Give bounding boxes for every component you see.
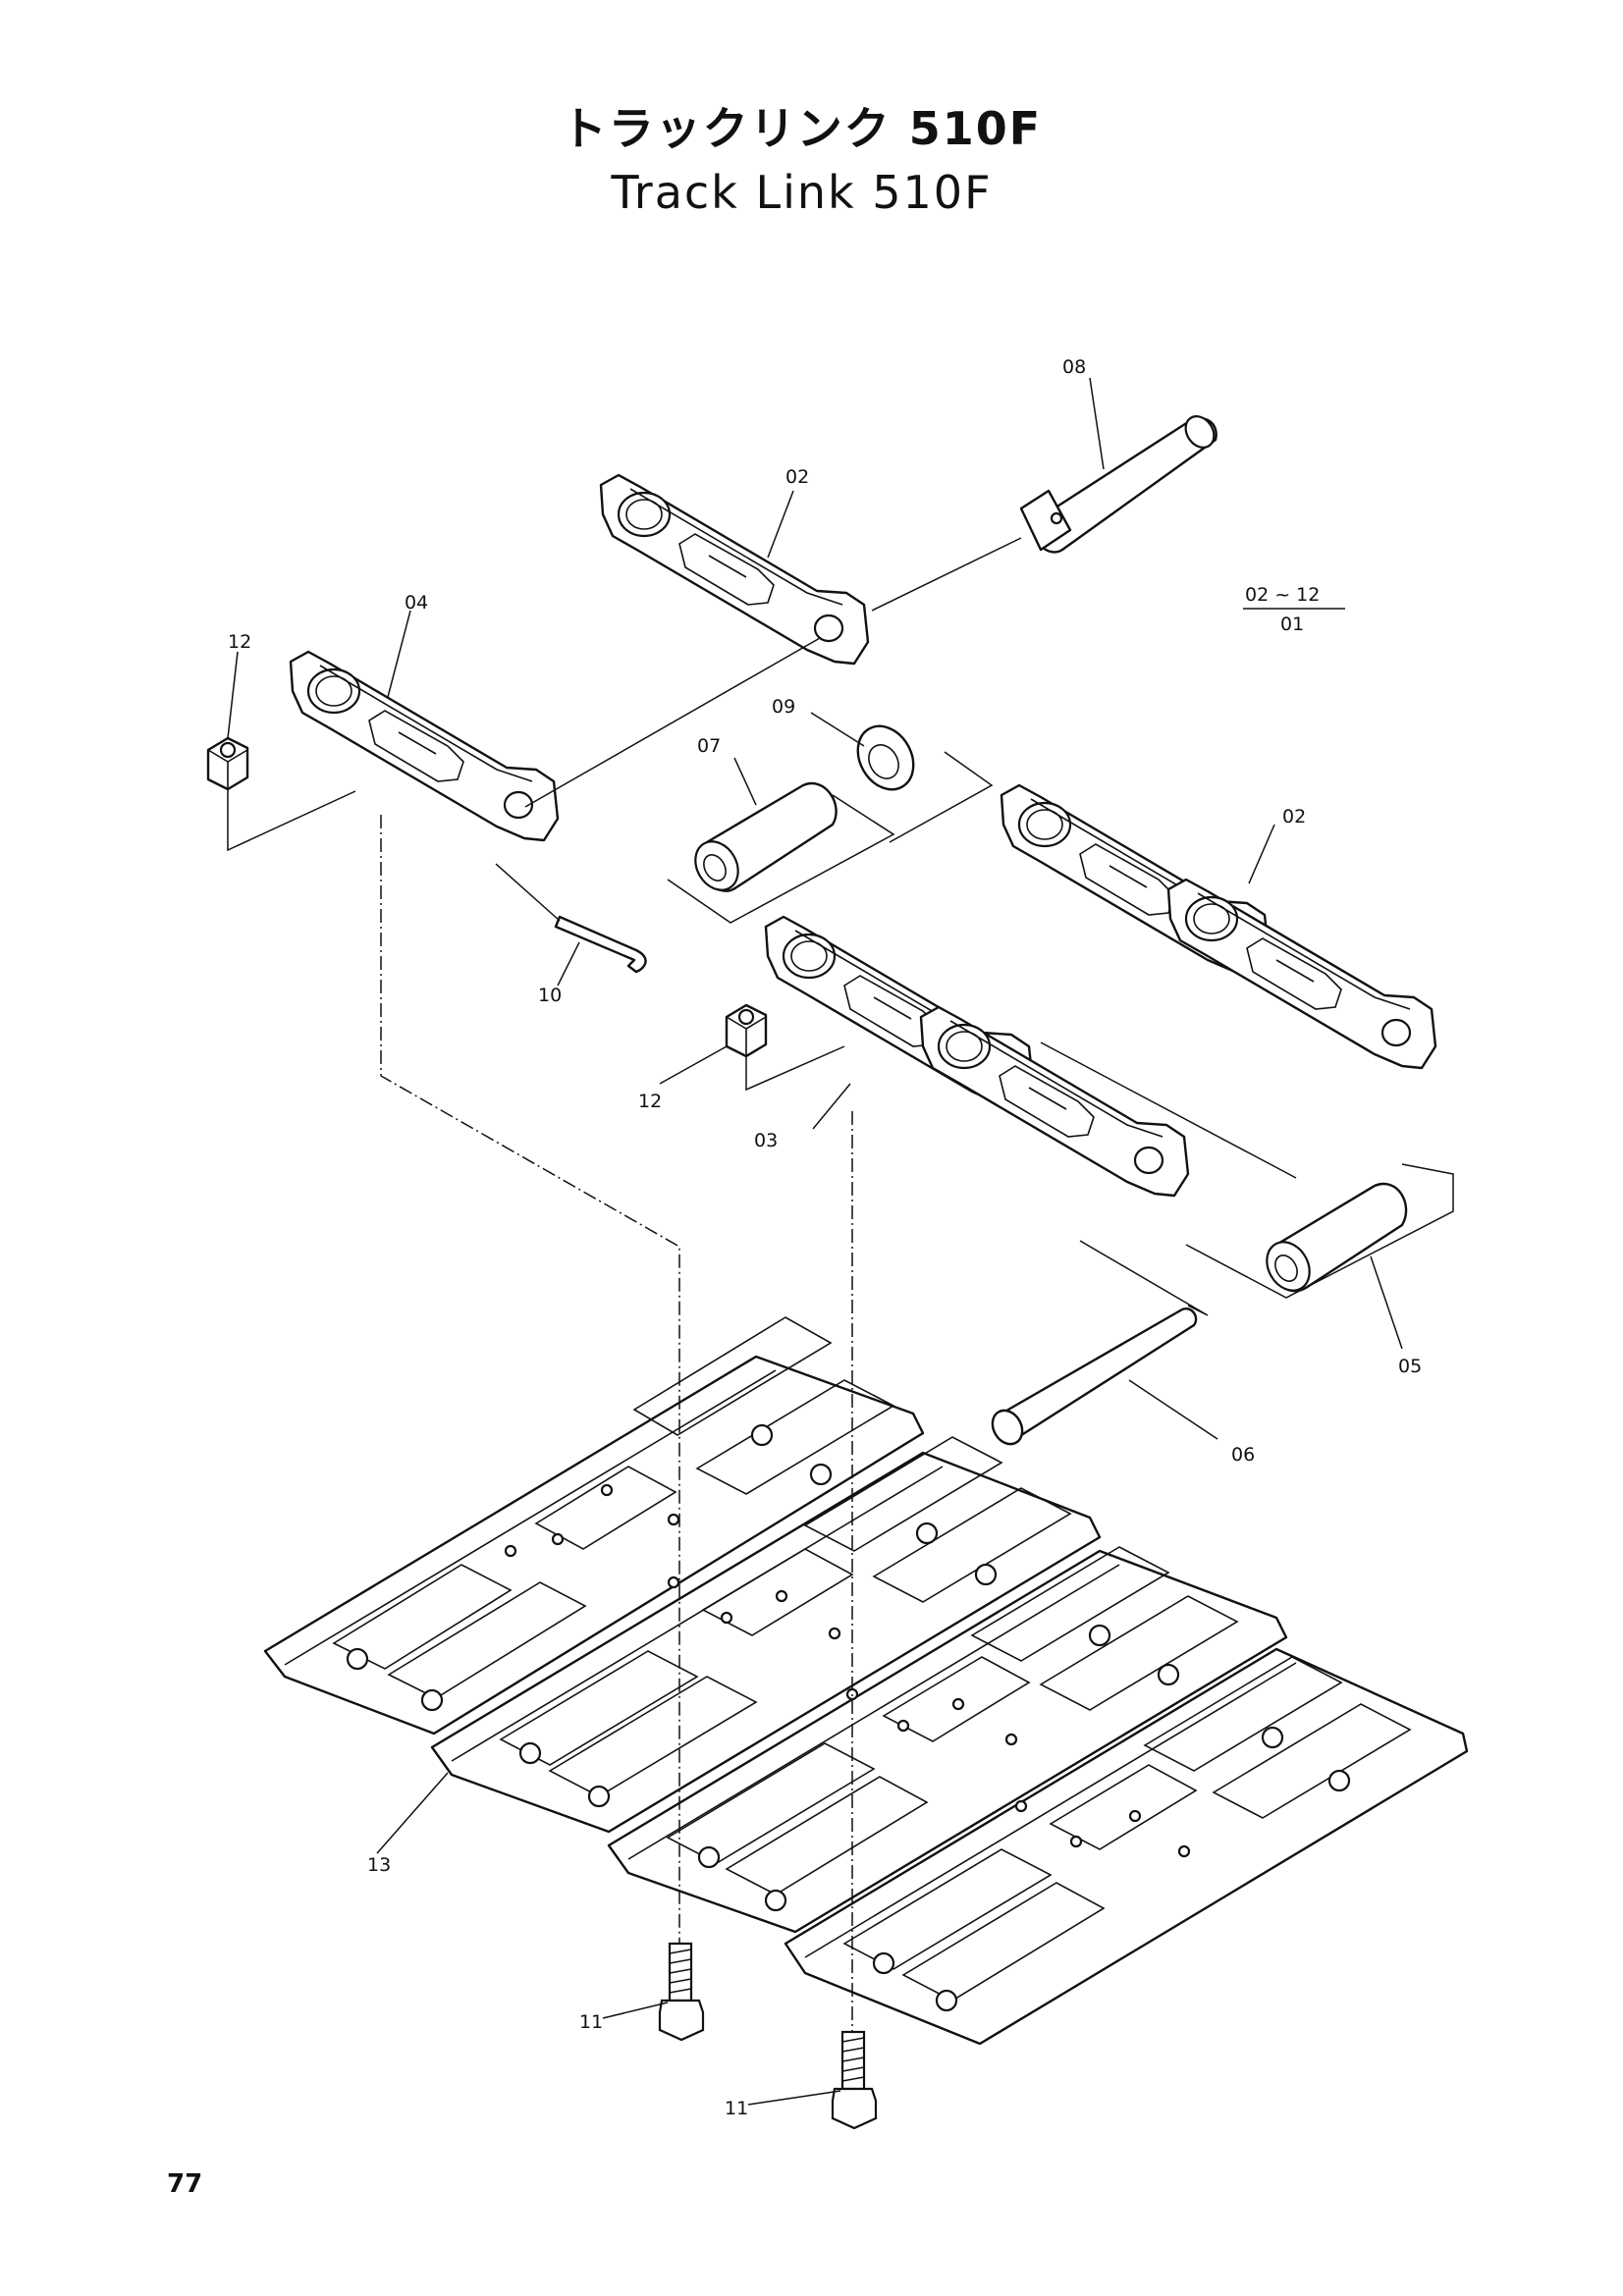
ratio-denominator: 01	[1280, 614, 1304, 635]
part-03-link-center-b	[919, 1005, 1190, 1198]
label-11-right: 11	[725, 2098, 748, 2119]
shoe-bolt-heads	[346, 1423, 1351, 2012]
part-13-track-shoes	[263, 1316, 1469, 2046]
shoe-mounting-holes	[504, 1483, 1191, 1858]
title-japanese: トラックリンク 510F	[561, 102, 1043, 155]
label-11-left: 11	[579, 2011, 603, 2033]
centerline-left	[380, 815, 680, 1963]
label-12-upper: 12	[228, 631, 251, 653]
title-block: トラックリンク 510F Track Link 510F	[0, 93, 1623, 219]
part-05-bushing	[1040, 1041, 1454, 1350]
title-english: Track Link 510F	[611, 166, 993, 219]
label-04: 04	[405, 592, 428, 614]
label-05: 05	[1398, 1356, 1422, 1377]
ratio-note: 02 ~ 12 01	[1243, 584, 1345, 635]
part-11-bolt-left	[602, 1942, 705, 2042]
part-02-link-upper	[599, 473, 870, 666]
part-12-nut-upper	[206, 651, 356, 852]
label-02-right: 02	[1282, 806, 1306, 828]
label-13: 13	[367, 1854, 391, 1876]
part-12-nut-center	[659, 1003, 845, 1092]
label-03: 03	[754, 1130, 778, 1151]
part-08-master-pin	[871, 377, 1217, 612]
part-11-bolt-right	[747, 2030, 878, 2130]
part-07-bushing	[667, 757, 895, 924]
part-09-seal	[810, 712, 915, 791]
part-06-pin	[991, 1240, 1218, 1446]
ratio-numerator: 02 ~ 12	[1245, 584, 1320, 606]
part-02-link-right-b	[1166, 878, 1437, 1070]
label-02-upper: 02	[785, 466, 809, 488]
label-10: 10	[538, 985, 562, 1006]
page-number: 77	[167, 2169, 203, 2199]
label-09: 09	[772, 696, 795, 718]
part-10-pin	[495, 863, 647, 987]
part-04-link-left	[289, 650, 560, 842]
label-08: 08	[1062, 356, 1086, 378]
label-06: 06	[1231, 1444, 1255, 1466]
label-12-center: 12	[638, 1091, 662, 1112]
label-07: 07	[697, 735, 721, 757]
